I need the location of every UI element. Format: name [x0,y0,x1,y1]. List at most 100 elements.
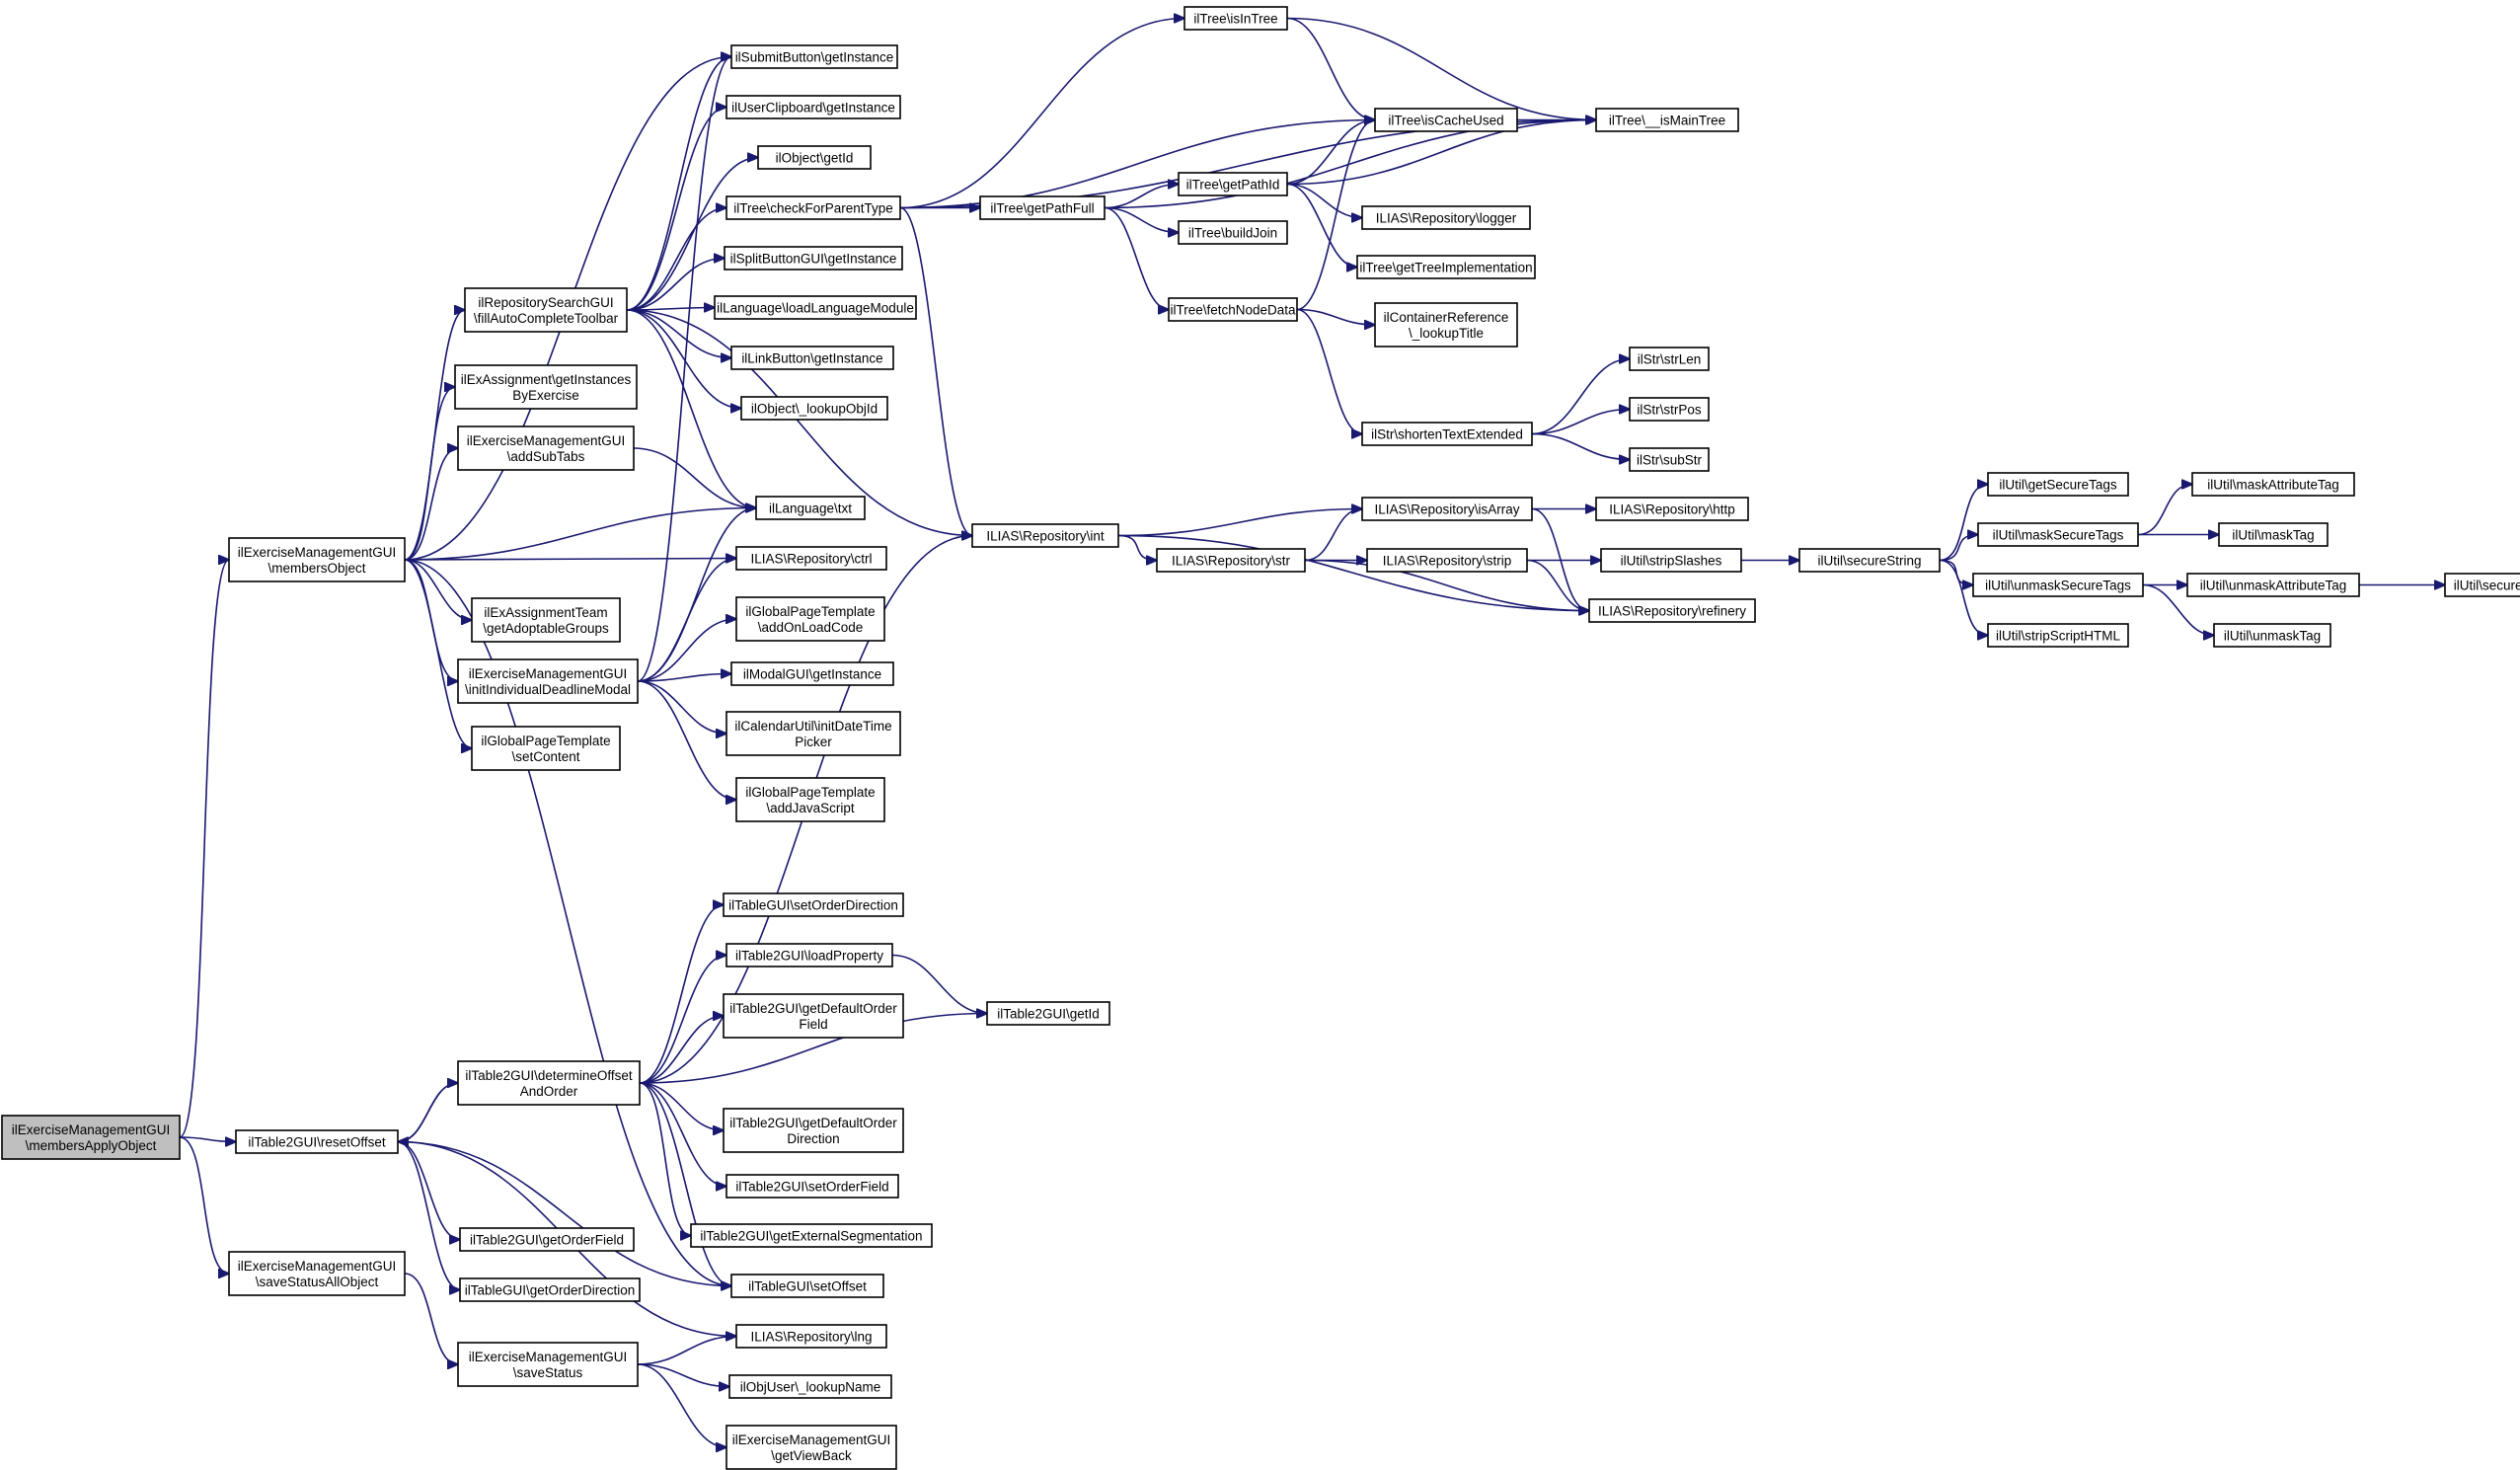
node-label: \saveStatusAllObject [256,1275,379,1289]
node-lookupName[interactable]: ilObjUser\_lookupName [728,1374,892,1399]
edge-resetOffset-to-getOrderField [397,1140,460,1240]
edge-determineOffset-to-getExtSeg [639,1082,691,1236]
node-secureLink[interactable]: ilUtil\secureLink [2444,573,2520,597]
node-repoStrip[interactable]: ILIAS\Repository\strip [1366,548,1528,573]
node-fillAuto[interactable]: ilRepositorySearchGUI\fillAutoCompleteTo… [464,287,628,333]
node-label: ilUtil\maskAttributeTag [2207,478,2339,493]
node-getPathFull[interactable]: ilTree\getPathFull [979,195,1106,220]
node-box [755,496,866,520]
node-unmaskTag[interactable]: ilUtil\unmaskTag [2213,623,2331,648]
node-label: ILIAS\Repository\str [1172,554,1291,569]
edge-getPathId-to-isMainTree [1286,120,1596,186]
node-stripSlashes[interactable]: ilUtil\stripSlashes [1600,548,1742,573]
node-setOffset[interactable]: ilTableGUI\setOffset [730,1274,884,1298]
edge-shortenText-to-strLen [1531,359,1630,435]
node-subStr[interactable]: ilStr\subStr [1629,447,1710,472]
node-loadProp[interactable]: ilTable2GUI\loadProperty [725,943,893,967]
edge-membersApply-to-membersObject [179,560,229,1138]
node-getOrderDir[interactable]: ilTableGUI\getOrderDirection [459,1277,641,1302]
node-modalGet[interactable]: ilModalGUI\getInstance [730,661,894,686]
node-label: ilObject\getId [776,151,854,166]
node-userClip[interactable]: ilUserClipboard\getInstance [725,95,901,119]
node-repoLogger[interactable]: ILIAS\Repository\logger [1361,205,1531,230]
node-repoRefinery[interactable]: ILIAS\Repository\refinery [1588,598,1756,623]
edge-repoStr-to-repoIsArray [1304,509,1362,562]
node-getSecureTags[interactable]: ilUtil\getSecureTags [1987,472,2129,497]
node-stripScript[interactable]: ilUtil\stripScriptHTML [1987,623,2129,648]
node-isMainTree[interactable]: ilTree\__isMainTree [1595,108,1739,132]
node-unmaskSecureTags[interactable]: ilUtil\unmaskSecureTags [1972,573,2144,597]
node-maskAttrTag[interactable]: ilUtil\maskAttributeTag [2191,472,2355,497]
node-fetchNode[interactable]: ilTree\fetchNodeData [1168,297,1298,322]
node-repoLng[interactable]: ILIAS\Repository\lng [735,1324,887,1349]
node-strPos[interactable]: ilStr\strPos [1629,397,1710,422]
edge-initDeadline-to-submitBtn [637,57,731,682]
node-box [730,661,894,686]
node-repoStr[interactable]: ILIAS\Repository\str [1156,548,1306,573]
node-isCacheUsed[interactable]: ilTree\isCacheUsed [1374,108,1518,132]
node-label: ilRepositorySearchGUI [478,295,613,310]
node-unmaskAttrTag[interactable]: ilUtil\unmaskAttributeTag [2186,573,2360,597]
node-shortenText[interactable]: ilStr\shortenTextExtended [1361,422,1533,446]
node-addOnLoad[interactable]: ilGlobalPageTemplate\addOnLoadCode [735,596,885,642]
node-strLen[interactable]: ilStr\strLen [1629,347,1710,371]
edge-isInTree-to-isMainTree [1286,17,1596,120]
node-addSubTabs[interactable]: ilExerciseManagementGUI\addSubTabs [457,426,635,471]
node-maskSecureTags[interactable]: ilUtil\maskSecureTags [1977,522,2139,547]
node-saveStatus[interactable]: ilExerciseManagementGUI\saveStatus [457,1342,639,1387]
node-splitBtn[interactable]: ilSplitButtonGUI\getInstance [724,246,903,271]
node-box [1595,497,1749,521]
node-box [735,596,885,642]
node-lookupObjId[interactable]: ilObject\_lookupObjId [740,396,888,421]
node-label: ilContainerReference [1384,310,1509,325]
node-getAdoptable[interactable]: ilExAssignmentTeam\getAdoptableGroups [471,597,621,643]
node-lookupTitle[interactable]: ilContainerReference\_lookupTitle [1374,302,1518,348]
node-initDeadline[interactable]: ilExerciseManagementGUI\initIndividualDe… [457,658,639,704]
node-isInTree[interactable]: ilTree\isInTree [1184,6,1288,31]
node-getOrderField[interactable]: ilTable2GUI\getOrderField [459,1227,635,1252]
node-tbl2GetId[interactable]: ilTable2GUI\getId [986,1001,1110,1026]
edge-resetOffset-to-getOrderDir [397,1140,460,1290]
node-buildJoin[interactable]: ilTree\buildJoin [1178,220,1288,245]
node-repoIsArray[interactable]: ILIAS\Repository\isArray [1361,497,1533,521]
node-checkParent[interactable]: ilTree\checkForParentType [725,195,901,220]
node-label: ilTableGUI\setOffset [748,1279,867,1294]
node-saveStatusAll[interactable]: ilExerciseManagementGUI\saveStatusAllObj… [228,1251,406,1296]
edge-checkParent-to-repoInt [899,206,972,536]
node-box [725,943,893,967]
node-getTreeImpl[interactable]: ilTree\getTreeImplementation [1356,255,1536,279]
node-getExtSeg[interactable]: ilTable2GUI\getExternalSegmentation [690,1223,933,1248]
node-box [735,546,887,571]
node-getViewBack[interactable]: ilExerciseManagementGUI\getViewBack [725,1425,897,1470]
node-addJS[interactable]: ilGlobalPageTemplate\addJavaScript [735,777,885,822]
node-membersApply[interactable]: ilExerciseManagementGUI\membersApplyObje… [1,1115,181,1160]
node-getPathId[interactable]: ilTree\getPathId [1178,172,1288,196]
node-resetOffset[interactable]: ilTable2GUI\resetOffset [235,1129,399,1154]
node-linkBtn[interactable]: ilLinkButton\getInstance [730,346,894,370]
node-setContent[interactable]: ilGlobalPageTemplate\setContent [471,726,621,771]
node-setOrderField[interactable]: ilTable2GUI\setOrderField [725,1174,899,1199]
node-maskTag[interactable]: ilUtil\maskTag [2218,522,2329,547]
node-objGetId[interactable]: ilObject\getId [757,145,872,170]
node-membersObject[interactable]: ilExerciseManagementGUI\membersObject [228,537,406,582]
node-submitBtn[interactable]: ilSubmitButton\getInstance [730,44,898,69]
node-box [725,1425,897,1470]
node-loadLang[interactable]: ilLanguage\loadLanguageModule [714,295,917,320]
node-repoCtrl[interactable]: ILIAS\Repository\ctrl [735,546,887,571]
node-repoHttp[interactable]: ILIAS\Repository\http [1595,497,1749,521]
node-label: ILIAS\Repository\isArray [1374,503,1519,517]
node-label: ilTableGUI\setOrderDirection [728,898,898,913]
node-label: ilSplitButtonGUI\getInstance [730,252,897,267]
node-label: ilStr\subStr [1637,453,1703,468]
node-box [979,195,1106,220]
node-setOrderDir[interactable]: ilTableGUI\setOrderDirection [723,892,904,917]
node-repoInt[interactable]: ILIAS\Repository\int [971,523,1119,548]
node-langTxt[interactable]: ilLanguage\txt [755,496,866,520]
node-secureString[interactable]: ilUtil\secureString [1798,548,1941,573]
edge-initDeadline-to-addJS [637,680,736,800]
